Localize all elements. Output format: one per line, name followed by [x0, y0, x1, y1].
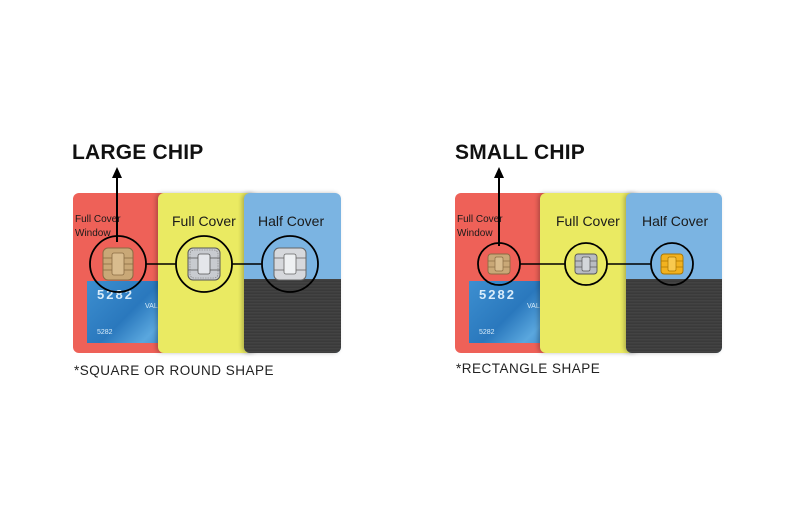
full-cover-label: Full Cover: [556, 213, 620, 229]
gold-large-chip: [102, 247, 134, 281]
full-cover-window-label: Full Cover Window: [75, 214, 121, 239]
credit-card-number: 5282: [479, 287, 516, 302]
full-cover-window-label: Full Cover Window: [457, 214, 503, 239]
brushed-metal-half: [626, 279, 722, 353]
chip-highlight-circle: [175, 235, 233, 293]
half-cover-card: Half Cover: [244, 193, 341, 353]
chip-highlight-circle: [261, 235, 319, 293]
silver-large-chip: [187, 247, 221, 281]
gold-small-chip: [487, 253, 511, 275]
chip-highlight-circle: [89, 235, 147, 293]
half-cover-card: Half Cover: [626, 193, 722, 353]
small-chip-connector-overlay: [477, 167, 694, 286]
panel-title: LARGE CHIP: [72, 141, 204, 164]
large-chip-panel: LARGE CHIP 5282 5282 VALID THRU Full Cov…: [0, 0, 341, 529]
shape-note: *SQUARE OR ROUND SHAPE: [74, 363, 275, 378]
large-chip-connector-overlay: [89, 167, 319, 293]
small-chip-panel: SMALL CHIP 5282 5282 VALID THRU Full Cov…: [382, 0, 722, 529]
half-cover-label: Half Cover: [258, 213, 325, 229]
silver-small-chip: [574, 253, 598, 275]
chip-highlight-circle: [650, 242, 694, 286]
panel-title: SMALL CHIP: [455, 141, 585, 164]
full-cover-label: Full Cover: [172, 213, 236, 229]
credit-card-small-number: 5282: [97, 329, 113, 336]
half-cover-label: Half Cover: [642, 213, 709, 229]
chip-highlight-circle: [564, 242, 608, 286]
silver-smooth-chip: [273, 247, 307, 281]
bright-gold-small-chip: [660, 253, 684, 275]
credit-card-small-number: 5282: [479, 329, 495, 336]
arrow-head: [112, 167, 122, 178]
arrow-head: [494, 167, 504, 178]
shape-note: *RECTANGLE SHAPE: [456, 361, 601, 376]
chip-highlight-circle: [477, 242, 521, 286]
